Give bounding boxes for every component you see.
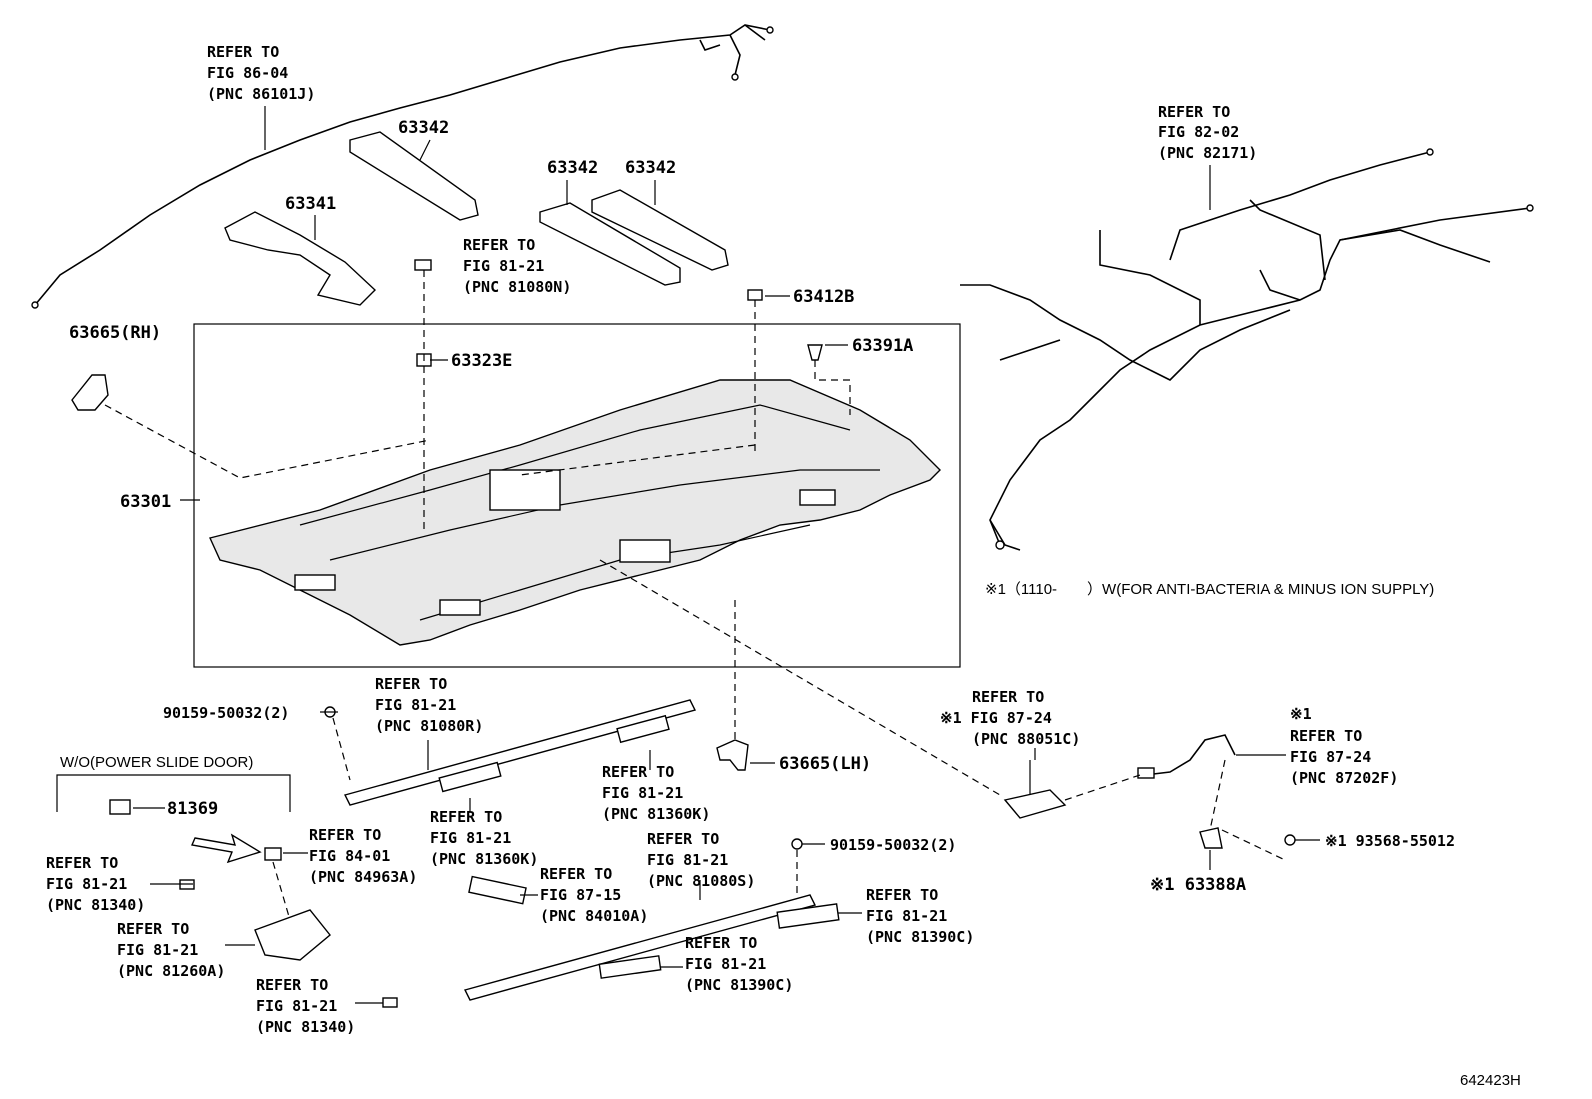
- ref-81390c-a-line3: (PNC 81390C): [866, 928, 974, 946]
- part-63665-rh: 63665(RH): [69, 323, 161, 343]
- ref-84963a-line1: REFER TO: [309, 826, 381, 844]
- map-lamp-81260a: [254, 909, 331, 961]
- ref-81260a-line1: REFER TO: [117, 920, 189, 938]
- clip-84963a: [264, 847, 282, 861]
- clip-81080n: [414, 259, 432, 271]
- ref-82171-line2: FIG 82-02: [1158, 123, 1239, 141]
- ref-88051c-line2: ※1 FIG 87-24: [940, 709, 1052, 727]
- bolt-90159-b: [791, 838, 803, 850]
- roof-pad-63341: [224, 211, 377, 306]
- ref-82171-line3: (PNC 82171): [1158, 144, 1257, 162]
- bracket-63665-lh: [716, 739, 749, 771]
- ref-81080n-line2: FIG 81-21: [463, 257, 544, 275]
- group-bracket: [56, 774, 291, 812]
- ref-87202f-line3: FIG 87-24: [1290, 748, 1371, 766]
- part-63301: 63301: [120, 492, 171, 512]
- part-63391a: 63391A: [852, 336, 913, 356]
- diagram-id: 642423H: [1460, 1072, 1521, 1089]
- ref-81390c-a-line1: REFER TO: [866, 886, 938, 904]
- roof-wire-harness-left: [31, 24, 774, 309]
- ref-84010a-line2: FIG 87-15: [540, 886, 621, 904]
- ref-81340-b-line2: FIG 81-21: [256, 997, 337, 1015]
- ref-86101j-line2: FIG 86-04: [207, 64, 288, 82]
- ref-81360k-a-line2: FIG 81-21: [602, 784, 683, 802]
- part-63323e: 63323E: [451, 351, 512, 371]
- ref-88051c-line1: REFER TO: [972, 688, 1044, 706]
- ref-81390c-a-line2: FIG 81-21: [866, 907, 947, 925]
- part-63342-a: 63342: [398, 118, 449, 138]
- clip-81369: [109, 799, 131, 815]
- part-63412b: 63412B: [793, 287, 854, 307]
- ref-81360k-a-line1: REFER TO: [602, 763, 674, 781]
- clip-63412b: [747, 289, 763, 301]
- ref-81340-a-line3: (PNC 81340): [46, 896, 145, 914]
- ref-81360k-a-line3: (PNC 81360K): [602, 805, 710, 823]
- clip-81340-b: [382, 997, 398, 1008]
- roof-side-rail-81080r: [343, 699, 697, 806]
- ref-81080n-line1: REFER TO: [463, 236, 535, 254]
- ref-81080s-line3: (PNC 81080S): [647, 872, 755, 890]
- part-63665-lh: 63665(LH): [779, 754, 871, 774]
- roof-pad-63342-middle: [539, 202, 681, 286]
- headliner-frame: [193, 323, 961, 668]
- ref-81390c-b-line1: REFER TO: [685, 934, 757, 952]
- part-63342-c: 63342: [625, 158, 676, 178]
- part-63342-b: 63342: [547, 158, 598, 178]
- ref-81260a-line3: (PNC 81260A): [117, 962, 225, 980]
- lamp-81390c-b: [598, 955, 662, 979]
- ref-81360k-b-line3: (PNC 81360K): [430, 850, 538, 868]
- ref-81340-a-line1: REFER TO: [46, 854, 118, 872]
- lamp-81360k-a: [616, 714, 670, 744]
- wire-87202f: [1137, 734, 1236, 779]
- ref-81390c-b-line3: (PNC 81390C): [685, 976, 793, 994]
- roof-wire-harness-right: [960, 148, 1534, 551]
- clip-63391a: [807, 344, 823, 361]
- ion-generator-88051c: [1003, 760, 1067, 819]
- ref-81080r-line3: (PNC 81080R): [375, 717, 483, 735]
- part-63341: 63341: [285, 194, 336, 214]
- part-90159-b: 90159-50032(2): [830, 836, 956, 854]
- note-anti-bacteria-supply: ※1（1110- ）W(FOR ANTI-BACTERIA & MINUS IO…: [985, 581, 1434, 598]
- ref-87202f-line1: ※1: [1290, 705, 1312, 723]
- ref-81390c-b-line2: FIG 81-21: [685, 955, 766, 973]
- ref-88051c-line3: (PNC 88051C): [972, 730, 1080, 748]
- ref-81260a-line2: FIG 81-21: [117, 941, 198, 959]
- ref-81340-b-line3: (PNC 81340): [256, 1018, 355, 1036]
- group-header-wo-power-slide-door: W/O(POWER SLIDE DOOR): [60, 754, 253, 771]
- ref-81080s-line1: REFER TO: [647, 830, 719, 848]
- ref-82171-line1: REFER TO: [1158, 103, 1230, 121]
- ref-86101j-line1: REFER TO: [207, 43, 279, 61]
- ref-84963a-line3: (PNC 84963A): [309, 868, 417, 886]
- part-63388a: ※1 63388A: [1150, 875, 1246, 895]
- headliner-63301: [209, 379, 941, 646]
- ref-81080r-line2: FIG 81-21: [375, 696, 456, 714]
- lamp-81360k-b: [438, 761, 502, 793]
- arrow: [191, 833, 262, 864]
- ref-81340-a-line2: FIG 81-21: [46, 875, 127, 893]
- ref-81360k-b-line1: REFER TO: [430, 808, 502, 826]
- ref-81080r-line1: REFER TO: [375, 675, 447, 693]
- ref-81080s-line2: FIG 81-21: [647, 851, 728, 869]
- ref-86101j-line3: (PNC 86101J): [207, 85, 315, 103]
- roof-pad-63342-left: [349, 131, 479, 221]
- ref-87202f-line4: (PNC 87202F): [1290, 769, 1398, 787]
- clip-63388a: [1199, 827, 1223, 849]
- ref-81080n-line3: (PNC 81080N): [463, 278, 571, 296]
- switch-84010a: [468, 875, 527, 905]
- part-93568: ※1 93568-55012: [1325, 832, 1455, 850]
- ref-87202f-line2: REFER TO: [1290, 727, 1362, 745]
- ref-84010a-line1: REFER TO: [540, 865, 612, 883]
- screw-93568: [1284, 834, 1296, 846]
- part-90159-a: 90159-50032(2): [163, 704, 289, 722]
- ref-84010a-line3: (PNC 84010A): [540, 907, 648, 925]
- ref-84963a-line2: FIG 84-01: [309, 847, 390, 865]
- part-81369: 81369: [167, 799, 218, 819]
- ref-81360k-b-line2: FIG 81-21: [430, 829, 511, 847]
- ref-81340-b-line1: REFER TO: [256, 976, 328, 994]
- bracket-63665-rh: [71, 374, 109, 411]
- lamp-81390c-a: [776, 903, 840, 929]
- roof-side-rail-81080s: [463, 894, 817, 1001]
- roof-pad-63342-right: [591, 189, 729, 271]
